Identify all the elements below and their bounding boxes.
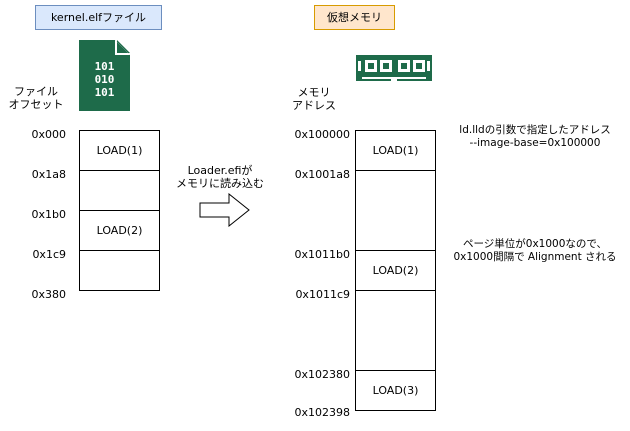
file-segment-gap2 <box>79 250 160 291</box>
file-offset: 0x000 <box>31 128 66 141</box>
elf-file-title: kernel.elfファイル <box>35 5 162 30</box>
file-offset: 0x1b0 <box>31 208 67 221</box>
file-offset: 0x380 <box>31 288 66 301</box>
memory-segment-load1: LOAD(1) <box>355 130 436 171</box>
file-offset-label: ファイル オフセット <box>8 85 64 111</box>
memory-address: 0x1001a8 <box>294 168 350 181</box>
file-offset: 0x1c9 <box>32 248 66 261</box>
image-base-note: ld.lldの引数で指定したアドレス --image-base=0x100000 <box>459 124 611 149</box>
memory-address: 0x100000 <box>294 128 351 141</box>
memory-segment-load2: LOAD(2) <box>355 250 436 291</box>
binary-file-icon: 101 010 101 <box>79 40 130 111</box>
memory-address: 0x1011c9 <box>295 288 350 301</box>
file-icon-line-2: 010 <box>94 73 115 86</box>
loader-note: Loader.efiが メモリに読み込む <box>176 164 264 190</box>
file-segment-gap1 <box>79 170 160 211</box>
alignment-note: ページ単位が0x1000なので、 0x1000間隔で Alignment される <box>453 238 617 263</box>
file-segment-load1: LOAD(1) <box>79 130 160 171</box>
file-segment-load2: LOAD(2) <box>79 210 160 251</box>
file-icon-line-3: 101 <box>94 86 115 99</box>
memory-address: 0x102380 <box>294 368 351 381</box>
virtual-memory-title: 仮想メモリ <box>314 5 395 30</box>
memory-segment-gap1 <box>355 170 436 251</box>
memory-address-label: メモリ アドレス <box>292 86 336 112</box>
memory-address: 0x1011b0 <box>294 248 350 261</box>
file-offset: 0x1a8 <box>31 168 66 181</box>
memory-segment-gap2 <box>355 290 436 371</box>
memory-segment-load3: LOAD(3) <box>355 370 436 411</box>
right-arrow-icon <box>199 192 251 228</box>
ram-module-icon <box>356 50 432 85</box>
memory-address: 0x102398 <box>294 406 351 419</box>
file-icon-line-1: 101 <box>94 60 115 73</box>
